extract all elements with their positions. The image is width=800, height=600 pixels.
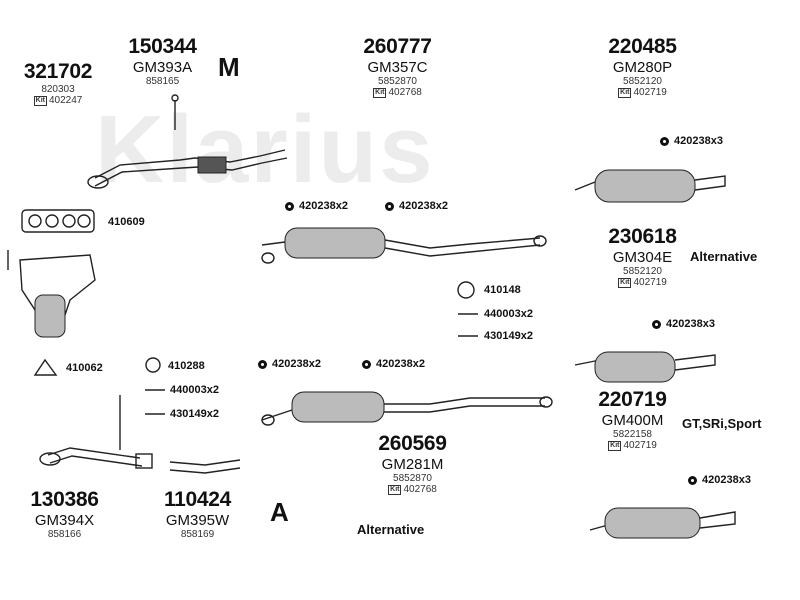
clamp-icon [285,201,294,211]
part-number: 321702 [23,60,93,83]
gm-code: GM395W [165,512,230,529]
alternative-label: Alternative [357,522,425,537]
part-number: 220719 [598,388,667,411]
part-110424[interactable]: 110424 GM395W 858169 [155,488,240,540]
oe-number: 820303 [41,84,75,95]
clamp-icon [362,359,371,369]
gm-code: GM394X [34,512,95,529]
ref-item[interactable]: 420238x2 [285,200,348,212]
part-130386[interactable]: 130386 GM394X 858166 [22,488,107,540]
centre-section-2-drawing [261,391,553,426]
gm-code: GM280P [612,59,673,76]
front-pipe-drawing [87,94,288,189]
oe-number: 858165 [145,76,180,87]
kit-icon: Kit [618,277,632,288]
pipe-110424-drawing [169,459,241,474]
ref-item[interactable]: 430149x2 [170,408,219,420]
gasket-drawing [21,209,95,233]
kit-icon: Kit [388,484,402,495]
gm-code: GM400M [601,412,664,429]
ref-item[interactable]: 440003x2 [484,308,533,320]
rear-box-3-drawing [589,507,736,539]
clamp-icon [652,319,661,329]
ref-item[interactable]: 430149x2 [484,330,533,342]
part-number: 260569 [378,432,447,455]
kit-icon: Kit [618,87,632,98]
part-number: 130386 [30,488,99,511]
kit-icon: Kit [608,440,622,451]
oe-number: 858169 [180,529,215,540]
kit-icon: Kit [33,95,47,106]
ref-item[interactable]: 410148 [484,284,521,296]
oe-number: 5822158 [613,429,652,440]
alternative-label: Alternative [690,249,758,264]
gm-code: GM393A [132,59,193,76]
kit-icon: Kit [373,87,387,98]
ref-item[interactable]: 420238x3 [688,474,751,486]
clamp-icon [688,475,697,485]
part-number: 150344 [128,35,197,58]
ref-item[interactable]: 420238x2 [258,358,321,370]
manifold-drawing [7,250,96,338]
oe-number: 5852120 [623,266,662,277]
front-pipe-2-drawing [39,395,153,469]
centre-section-1-drawing [261,227,547,264]
clamp-icon [258,359,267,369]
rear-box-2-drawing [574,351,716,383]
m-badge: M [218,52,240,82]
rear-box-1-drawing [574,169,726,203]
ref-item[interactable]: 440003x2 [170,384,219,396]
part-number: 220485 [608,35,677,58]
part-number: 110424 [163,488,232,511]
part-number: 230618 [608,225,677,248]
ref-item[interactable]: 410288 [168,360,205,372]
ref-item[interactable]: 420238x3 [660,135,723,147]
variant-label: GT,SRi,Sport [682,416,762,431]
oe-number: 858166 [47,529,82,540]
clamp-icon [660,136,669,146]
ref-item[interactable]: 420238x2 [385,200,448,212]
oe-number: 5852120 [623,76,662,87]
gm-code: GM281M [381,456,444,473]
watermark: Klarius [95,96,435,203]
ref-item[interactable]: 420238x3 [652,318,715,330]
clamp-icon [385,201,394,211]
a-badge: A [270,497,289,527]
oe-number: 5852870 [378,76,417,87]
ref-item[interactable]: 410609 [108,216,145,228]
ref-item[interactable]: 410062 [66,362,103,374]
gm-code: GM304E [612,249,673,266]
oe-number: 5852870 [393,473,432,484]
part-number: 260777 [363,35,432,58]
part-150344[interactable]: 150344 GM393A 858165 [120,35,205,87]
gm-code: GM357C [367,59,428,76]
ref-item[interactable]: 420238x2 [362,358,425,370]
